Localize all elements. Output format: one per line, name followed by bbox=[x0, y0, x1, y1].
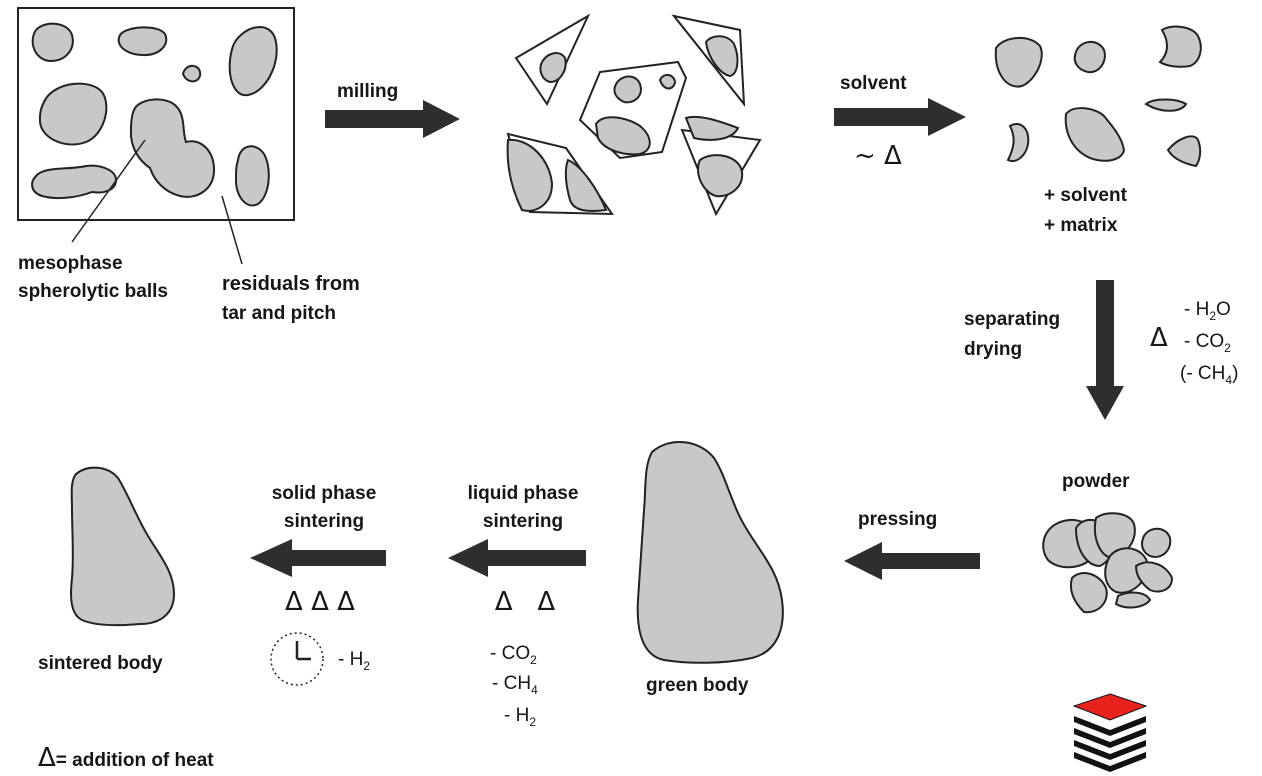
sintered-body-label: sintered body bbox=[38, 652, 163, 676]
milled-fragments bbox=[508, 16, 760, 214]
logo-icon bbox=[1074, 694, 1146, 772]
liquid-h2: - H2 bbox=[504, 704, 536, 734]
drying-arrow bbox=[1086, 280, 1124, 420]
clock-icon bbox=[271, 633, 323, 685]
solid-phase-arrow bbox=[250, 539, 386, 577]
green-body-shape bbox=[638, 442, 783, 663]
liquid-phase-label: liquid phase bbox=[440, 482, 606, 506]
solid-phase-heat: Δ Δ Δ bbox=[262, 590, 378, 614]
powder-cluster bbox=[1043, 513, 1172, 612]
drying-ch4: (- CH4) bbox=[1180, 362, 1238, 392]
powder-label: powder bbox=[1062, 470, 1130, 494]
heat-legend: Δ= addition of heat bbox=[38, 746, 214, 773]
pressing-label: pressing bbox=[858, 508, 937, 532]
plus-matrix-label: + matrix bbox=[1044, 214, 1117, 238]
drying-h2o: - H2O bbox=[1184, 298, 1231, 328]
spherolytic-balls-label: spherolytic balls bbox=[18, 280, 168, 304]
solid-phase-sintering-label: sintering bbox=[254, 510, 394, 534]
mesophase-label: mesophase bbox=[18, 252, 123, 276]
liquid-co2: - CO2 bbox=[490, 642, 537, 672]
plus-solvent-label: + solvent bbox=[1044, 184, 1127, 208]
tar-pitch-label: tar and pitch bbox=[222, 302, 336, 326]
sintered-body-shape bbox=[71, 468, 174, 626]
solvent-particles bbox=[996, 27, 1201, 166]
milling-arrow bbox=[325, 100, 460, 138]
solid-phase-label: solid phase bbox=[254, 482, 394, 506]
solvent-heat-label: ~ Δ bbox=[854, 144, 902, 168]
pressing-arrow bbox=[844, 542, 980, 580]
heat-legend-symbol: Δ bbox=[38, 743, 56, 773]
residuals-label: residuals from bbox=[222, 272, 360, 296]
drying-heat-symbol: Δ bbox=[1150, 326, 1168, 350]
milling-label: milling bbox=[337, 80, 398, 104]
drying-co2: - CO2 bbox=[1184, 330, 1231, 360]
solvent-arrow bbox=[834, 98, 966, 136]
liquid-ch4: - CH4 bbox=[492, 672, 538, 702]
solvent-label: solvent bbox=[840, 72, 907, 96]
heat-legend-text: = addition of heat bbox=[56, 750, 214, 771]
solid-h2: - H2 bbox=[338, 648, 370, 678]
separating-label: separating bbox=[964, 308, 1060, 332]
raw-material-panel bbox=[18, 8, 294, 220]
liquid-phase-arrow bbox=[448, 539, 586, 577]
green-body-label: green body bbox=[646, 674, 748, 698]
liquid-phase-sintering-label: sintering bbox=[440, 510, 606, 534]
drying-label: drying bbox=[964, 338, 1022, 362]
liquid-phase-heat: Δ Δ bbox=[470, 590, 580, 614]
